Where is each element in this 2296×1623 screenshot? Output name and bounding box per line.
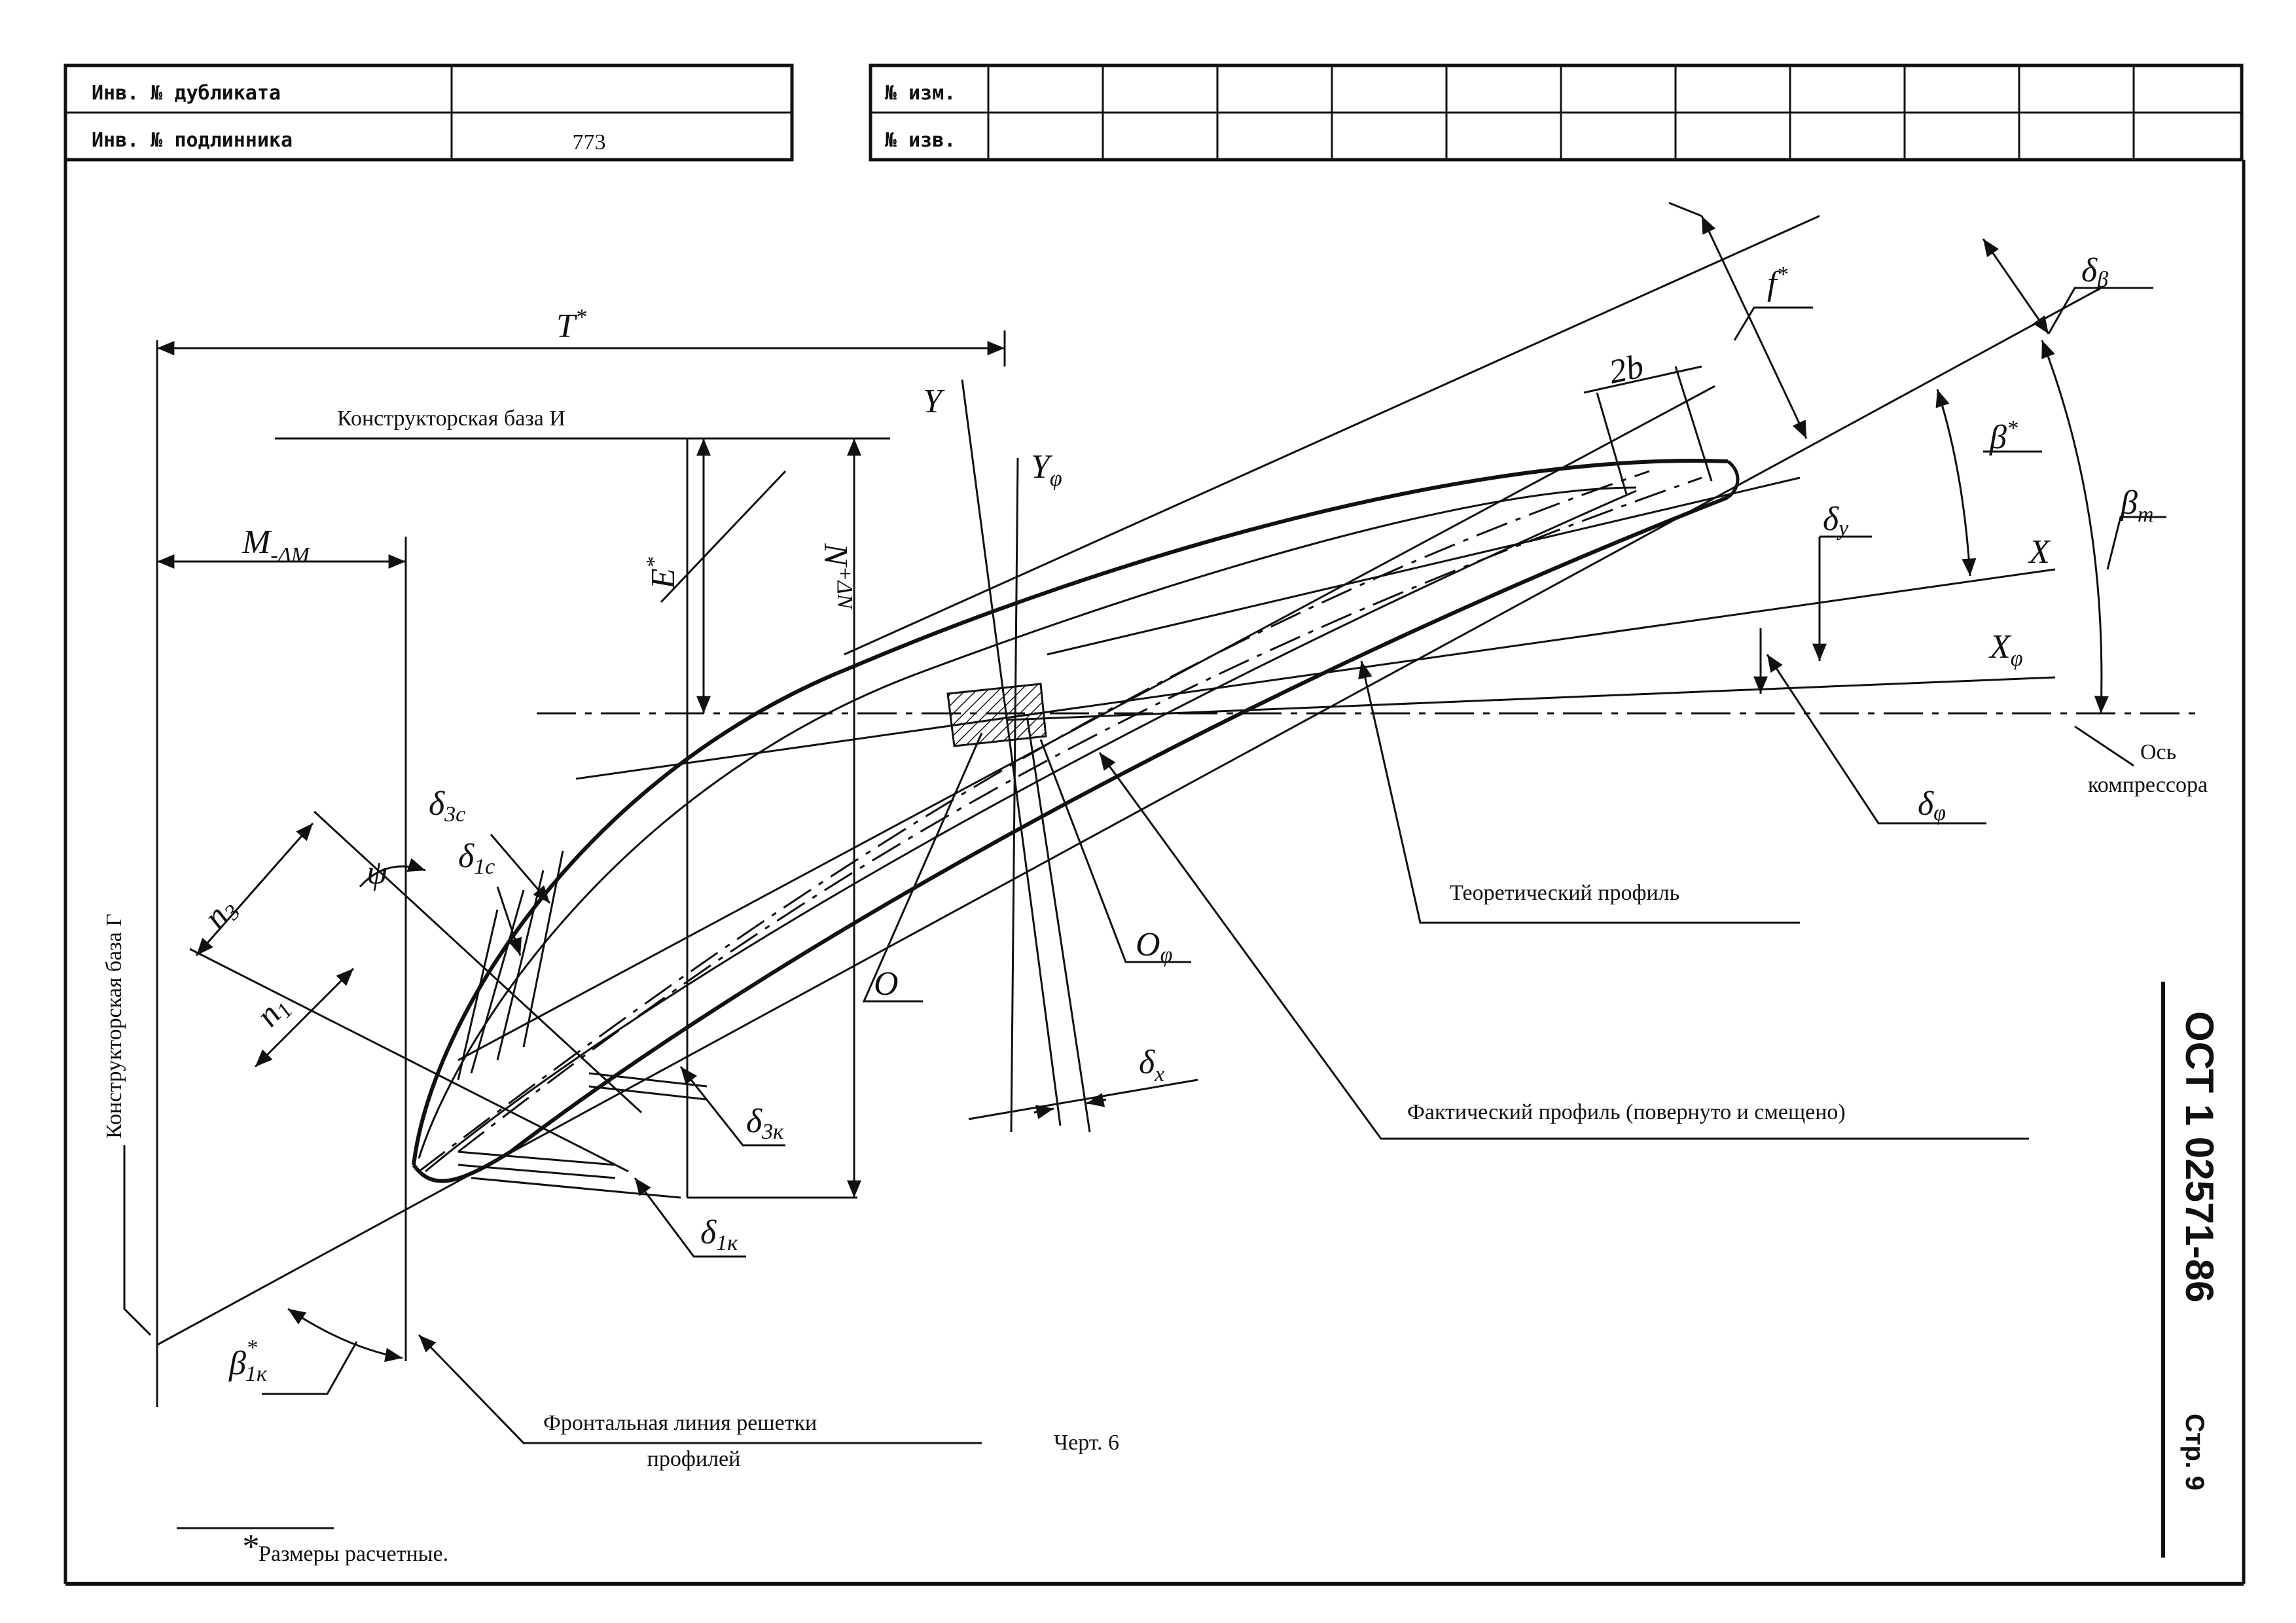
dim-2b bbox=[1583, 365, 1702, 394]
dim-n1 bbox=[254, 967, 355, 1068]
leader-delta-1k bbox=[634, 1177, 746, 1258]
symbol-o: О bbox=[874, 965, 899, 1003]
arc-beta-star bbox=[1935, 389, 1977, 577]
label-axis-2: компрессора bbox=[2088, 773, 2208, 797]
symbol-n: N+ΔN bbox=[817, 543, 857, 611]
symbol-beta-1k: β*1к bbox=[228, 1336, 268, 1386]
actual-profile-pressure bbox=[412, 495, 1729, 1183]
arc-psi bbox=[359, 858, 426, 887]
dim-delta-x bbox=[968, 1079, 1198, 1120]
leader-actual bbox=[1098, 752, 2029, 1140]
symbol-of: Оφ bbox=[1136, 926, 1172, 967]
leader-theoretical bbox=[1358, 660, 1800, 924]
axis-xf-line bbox=[1007, 676, 2056, 721]
stamp-table bbox=[63, 63, 2244, 162]
symbol-delta-beta: δβ bbox=[2081, 252, 2108, 292]
frame bbox=[63, 160, 2246, 1586]
symbol-xf: Xφ bbox=[1988, 628, 2023, 671]
symbol-n1: n1 bbox=[249, 988, 298, 1035]
footnote-mark: * bbox=[241, 1528, 258, 1565]
leader-lines bbox=[123, 287, 2166, 1529]
symbol-beta-t: βт bbox=[2120, 484, 2153, 527]
symbol-y: Y bbox=[923, 383, 945, 420]
symbol-delta-3k: δ3к bbox=[746, 1103, 784, 1144]
symbol-psi: ψ bbox=[367, 854, 389, 891]
doc-number: ОСТ 1 02571-86 bbox=[2178, 1011, 2221, 1302]
leader-axis bbox=[2074, 725, 2134, 767]
symbol-m: M-ΔM bbox=[242, 524, 311, 567]
leader-beta-1k bbox=[262, 1341, 358, 1395]
mean-line-theoretical bbox=[418, 470, 1650, 1173]
leader-f bbox=[1733, 306, 1813, 341]
footnote-text: Размеры расчетные. bbox=[259, 1542, 448, 1566]
leader-delta-beta bbox=[2047, 287, 2153, 334]
figure-caption: Черт. 6 bbox=[1054, 1431, 1119, 1455]
symbol-e: E* bbox=[642, 557, 682, 590]
leader-base-g bbox=[123, 1145, 152, 1336]
axis-y-line bbox=[961, 379, 1062, 1126]
label-base-i: Конструкторская база И bbox=[337, 406, 565, 431]
axis-yf-line bbox=[1010, 457, 1019, 1133]
symbol-2b: 2b bbox=[1605, 348, 1647, 391]
symbol-delta-phi: δφ bbox=[1918, 785, 1946, 825]
symbol-n3: n3 bbox=[197, 889, 245, 937]
arc-beta-1k bbox=[287, 1308, 403, 1363]
tangent-line bbox=[156, 287, 2102, 1346]
leader-beta-t bbox=[2106, 516, 2166, 570]
dim-f bbox=[1700, 215, 1808, 439]
symbol-yf: Yφ bbox=[1031, 448, 1062, 491]
dimension-lines bbox=[156, 341, 1005, 1198]
oblique-line-1 bbox=[1026, 719, 1091, 1133]
label-axis: Ось bbox=[2140, 740, 2176, 764]
orig-inv-label: Инв. № подлинника bbox=[92, 129, 293, 152]
label-base-g: Конструкторская база Г bbox=[102, 914, 126, 1139]
leader-delta-3k bbox=[679, 1066, 785, 1147]
change-label: № изм. bbox=[885, 82, 956, 105]
label-frontal: Фронтальная линия решетки bbox=[543, 1411, 817, 1435]
theoretical-profile-suction bbox=[418, 486, 1637, 1159]
symbol-f: f* bbox=[1767, 262, 1787, 302]
leader-of bbox=[1039, 739, 1191, 963]
leader-delta-3c bbox=[490, 834, 551, 904]
dup-inv-label: Инв. № дубликата bbox=[92, 82, 281, 105]
ref-line-upper bbox=[1047, 476, 1801, 656]
symbol-delta-y: δy bbox=[1823, 501, 1849, 541]
blade-profiles bbox=[412, 459, 1740, 1183]
page-label: Стр. 9 bbox=[2180, 1414, 2209, 1490]
notice-label: № изв. bbox=[885, 129, 956, 152]
symbol-delta-1c: δ1с bbox=[458, 838, 495, 879]
symbol-delta-3c: δ3с bbox=[429, 785, 465, 827]
theoretical-profile-pressure bbox=[425, 490, 1637, 1173]
mean-line-actual bbox=[457, 476, 1702, 1153]
label-theoretical: Теоретический профиль bbox=[1450, 881, 1679, 905]
leader-frontal bbox=[418, 1334, 982, 1444]
arc-beta-t bbox=[2041, 340, 2109, 714]
leader-o bbox=[862, 732, 983, 1003]
frontal-normal-2 bbox=[313, 810, 643, 1114]
frontal-normal-1 bbox=[189, 948, 629, 1173]
orig-inv-value: 773 bbox=[573, 130, 606, 154]
dim-n3 bbox=[195, 823, 314, 956]
symbol-x: X bbox=[2028, 533, 2051, 571]
symbol-t: T* bbox=[556, 305, 586, 345]
axis-x-line bbox=[575, 568, 2056, 780]
label-frontal-2: профилей bbox=[647, 1447, 741, 1471]
symbol-beta-star: β* bbox=[1989, 416, 2018, 456]
frontal-normal-3 bbox=[660, 470, 787, 603]
leader-delta-1c bbox=[496, 886, 522, 956]
symbol-delta-x: δx bbox=[1139, 1044, 1164, 1086]
chord-upper bbox=[844, 215, 1820, 656]
label-actual: Фактический профиль (повернуто и смещено… bbox=[1407, 1100, 1846, 1124]
construction-lines bbox=[156, 202, 2109, 1363]
center-block bbox=[946, 683, 1047, 747]
symbol-delta-1k: δ1к bbox=[700, 1214, 738, 1255]
dim-delta-beta bbox=[1982, 238, 2050, 334]
actual-profile-suction bbox=[412, 459, 1729, 1166]
leader-delta-phi bbox=[1766, 654, 1986, 825]
chord-upper-2 bbox=[457, 385, 1715, 1061]
base-lines bbox=[156, 330, 2199, 1407]
